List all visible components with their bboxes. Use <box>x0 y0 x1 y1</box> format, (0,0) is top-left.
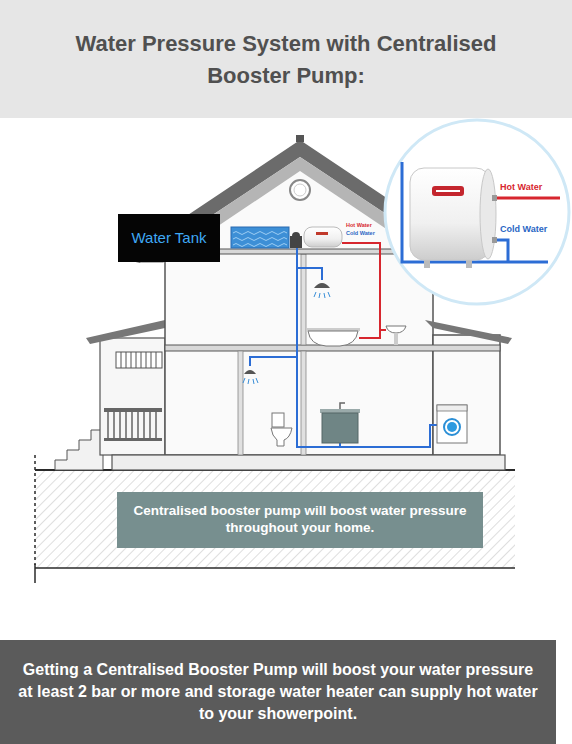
sink-faucet <box>340 403 345 409</box>
house-base <box>112 455 505 470</box>
toilet-bowl <box>271 428 292 446</box>
washer-drum <box>447 422 457 432</box>
caption-band <box>0 640 556 744</box>
heater-logo <box>316 232 328 235</box>
grill-window <box>116 352 162 368</box>
washer-panel <box>437 405 467 411</box>
pipe-fitting <box>492 195 497 201</box>
sink-cabinet <box>322 413 358 443</box>
roof-ridge <box>296 135 304 142</box>
pipe-label: Cold Water <box>500 224 547 235</box>
inset-water-heater <box>410 168 490 260</box>
hot-water-pipe <box>380 329 386 331</box>
shower-head <box>314 283 330 288</box>
pipe-fitting <box>492 237 497 243</box>
shower-drops <box>314 292 330 298</box>
cold-water-pipe <box>297 268 322 280</box>
stairs <box>55 430 103 470</box>
title-text: Water Pressure System with Centralised B… <box>66 28 506 92</box>
railing-bottom <box>104 438 162 441</box>
title-holder: Water Pressure System with Centralised B… <box>66 28 506 92</box>
label-holder: Cold Water <box>346 230 375 237</box>
round-window <box>290 180 310 200</box>
label-holder: Hot Water <box>346 222 372 229</box>
tank-water-waves <box>233 232 287 247</box>
wash-basin <box>386 326 406 333</box>
callout-box: Water Tank <box>118 214 220 262</box>
inset-heater-logo-mark <box>436 190 460 192</box>
shower-drops <box>243 378 258 384</box>
toilet-tank <box>272 413 284 427</box>
water-tank <box>231 227 289 248</box>
heater-end-cap <box>480 169 496 259</box>
shower-head <box>244 370 256 374</box>
ground-base-line <box>35 567 515 569</box>
pipe-label: Hot Water <box>500 182 542 193</box>
hot-water-pipe <box>342 243 380 338</box>
inset-cold-pipe <box>496 240 508 262</box>
round-window-inner <box>294 184 306 196</box>
pipe-label: Cold Water <box>346 230 375 237</box>
water-heater <box>304 227 342 247</box>
label-holder: Cold Water <box>500 224 547 235</box>
info-band: Centralised booster pump will boost wate… <box>117 492 483 548</box>
sink-top <box>320 409 360 413</box>
interior-wall <box>238 351 243 455</box>
ground-hatch <box>35 470 515 568</box>
railing-top <box>104 408 162 412</box>
left-wing-wall <box>100 338 165 455</box>
label-holder: Hot Water <box>500 182 542 193</box>
ground-base-tick <box>34 564 36 583</box>
caption-text: Getting a Centralised Booster Pump will … <box>14 659 542 725</box>
washer-door <box>444 419 460 435</box>
title-band <box>0 0 572 118</box>
grill-bars <box>121 352 156 368</box>
inset-heater-logo <box>432 186 464 196</box>
inset-cold-pipe <box>402 162 548 262</box>
left-wing-roof <box>86 320 165 344</box>
interior-wall <box>301 351 306 455</box>
zoom-inset <box>385 120 569 304</box>
right-wing-roof <box>425 320 512 344</box>
pipe-label: Hot Water <box>346 222 372 229</box>
bathtub <box>308 331 358 346</box>
ground-dash <box>34 455 36 565</box>
caption-holder: Getting a Centralised Booster Pump will … <box>14 659 542 725</box>
node-text: Water Tank <box>131 229 206 248</box>
main-wall <box>165 252 433 455</box>
railing-bars <box>108 412 156 438</box>
right-wing-wall <box>433 335 500 455</box>
washing-machine <box>437 405 467 443</box>
node-text: Centralised booster pump will boost wate… <box>127 503 473 537</box>
cold-water-pipe <box>339 443 341 447</box>
inset-hot-pipe <box>496 197 560 200</box>
basin-pedestal <box>394 333 398 345</box>
cold-water-pipe <box>250 357 297 366</box>
booster-pump-motor <box>292 232 300 240</box>
